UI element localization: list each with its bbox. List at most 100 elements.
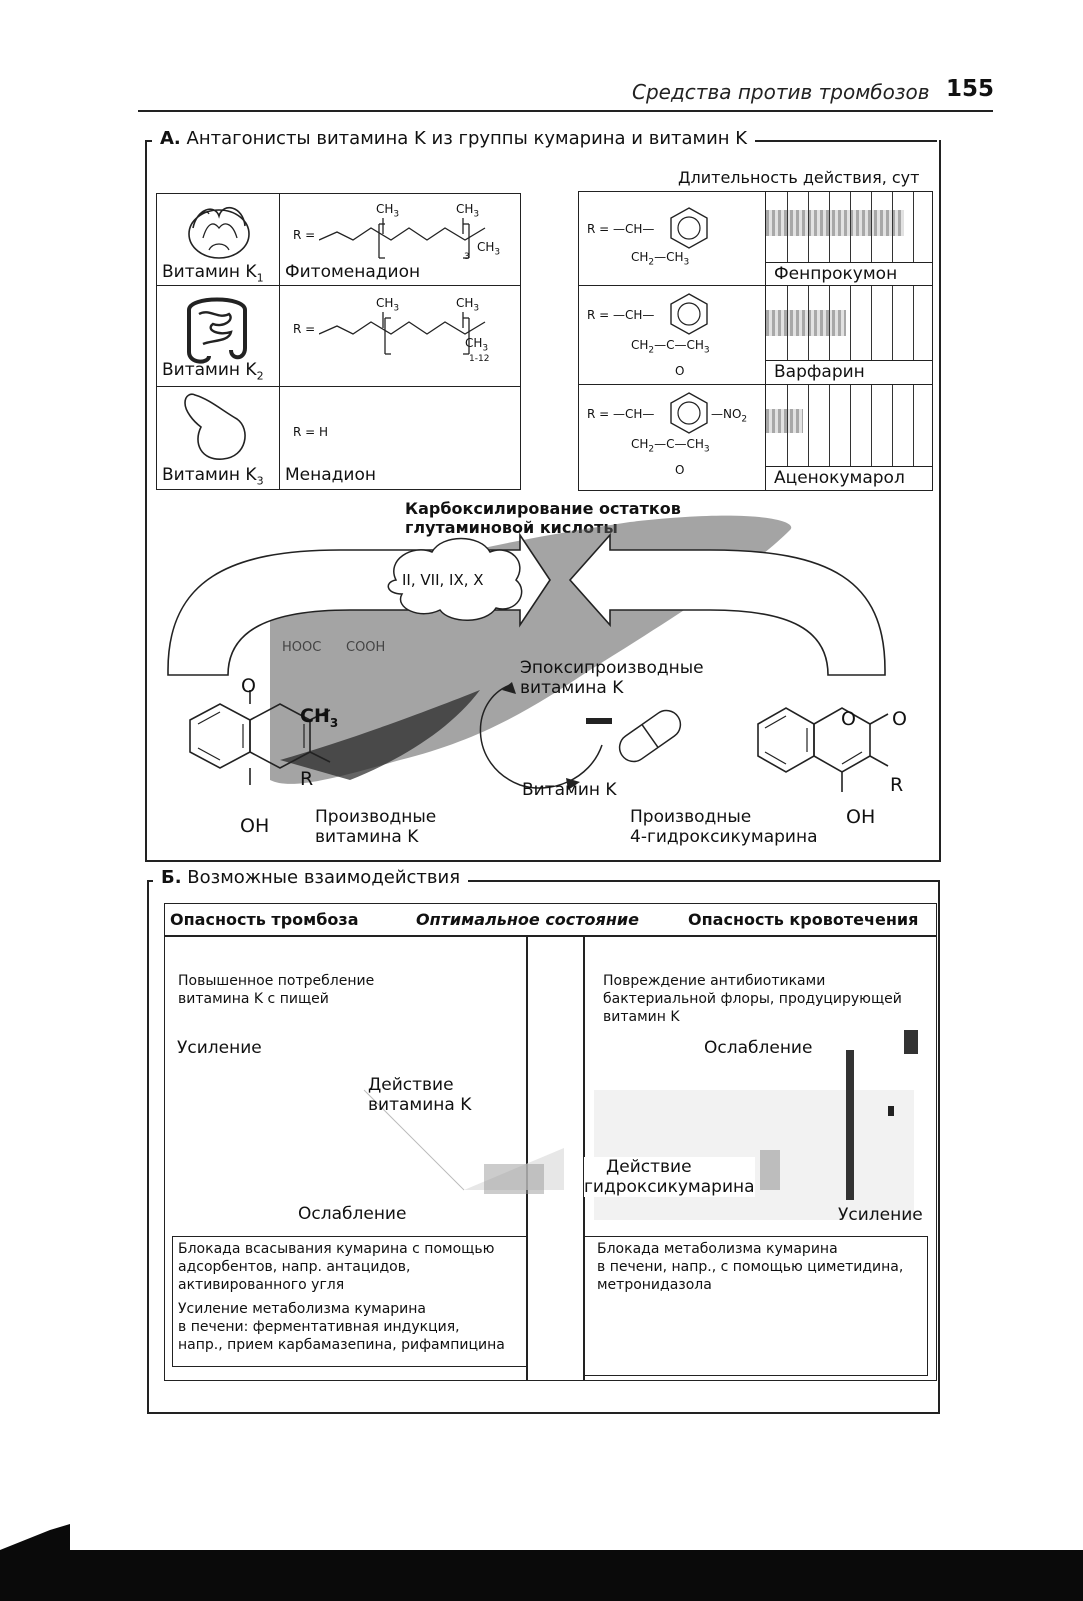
coumarin-r-label: R bbox=[890, 774, 904, 796]
section-a-title-text: Антагонисты витамина K из группы кумарин… bbox=[186, 128, 748, 149]
right-increase-label: Усиление bbox=[838, 1205, 923, 1225]
phenprocoumon-name-cell: Фенпрокумон bbox=[765, 262, 933, 286]
hc-action-line-1: Действие bbox=[606, 1157, 692, 1177]
phenprocoumon-line2: CH2—CH3 bbox=[631, 250, 690, 268]
vitamin-k-action-label: Действие витамина K bbox=[368, 1075, 471, 1115]
phenprocoumon-name: Фенпрокумон bbox=[774, 264, 898, 284]
left-bottom-line-1: Блокада всасывания кумарина с помощью bbox=[178, 1241, 495, 1257]
k1-r-prefix: R = bbox=[293, 228, 316, 242]
duration-gridline bbox=[829, 385, 830, 466]
duration-gridline bbox=[787, 192, 788, 262]
duration-gridline bbox=[829, 192, 830, 262]
epoxide-label: Эпоксипроизводные витамина K bbox=[520, 658, 704, 698]
col-thrombosis-risk: Опасность тромбоза bbox=[170, 910, 359, 929]
warfarin-duration-cell bbox=[765, 285, 933, 361]
duration-bar bbox=[766, 409, 803, 433]
left-top-line-1: Повышенное потребление bbox=[178, 973, 375, 989]
right-decrease-label: Ослабление bbox=[704, 1038, 813, 1058]
duration-gridline bbox=[829, 286, 830, 360]
section-b-title: Б. Возможные взаимодействия bbox=[153, 867, 469, 888]
liver-icon bbox=[184, 393, 246, 460]
duration-gridline bbox=[892, 385, 893, 466]
vitamin-k1-label: Витамин K1 bbox=[162, 262, 264, 285]
coumarin-table: R = —CH— CH2—CH3 Фенпрокумон R = —CH— CH… bbox=[578, 191, 933, 491]
k2-r-prefix: R = bbox=[293, 322, 316, 336]
acenocoumarol-r: R = —CH— bbox=[587, 407, 655, 421]
right-bottom-box bbox=[583, 1236, 928, 1376]
right-top-text: Повреждение антибиотиками бактериальной … bbox=[603, 972, 902, 1026]
vitk-action-line-2: витамина K bbox=[368, 1095, 472, 1115]
warfarin-o: O bbox=[675, 364, 685, 378]
duration-gridline bbox=[892, 286, 893, 360]
coumarin-oh-label: OH bbox=[846, 806, 876, 828]
duration-gridline bbox=[913, 286, 914, 360]
duration-gridline bbox=[892, 192, 893, 262]
k3-r-prefix: R = H bbox=[293, 425, 329, 439]
interaction-table bbox=[164, 903, 937, 1381]
k1-ch3-a: CH3 bbox=[376, 202, 400, 220]
carboxylation-heading: Карбоксилирование остатков глутаминовой … bbox=[405, 499, 681, 537]
right-top-line-2: бактериальной флоры, продуцирующей bbox=[603, 991, 902, 1007]
left-bottom-line-2: адсорбентов, напр. антацидов, bbox=[178, 1259, 411, 1275]
phenprocoumon-duration-cell bbox=[765, 191, 933, 263]
left-bottom-box bbox=[172, 1236, 528, 1367]
acenocoumarol-name-cell: Аценокумарол bbox=[765, 466, 933, 491]
duration-gridline bbox=[850, 385, 851, 466]
vitamin-k-derivatives-label: Производные витамина K bbox=[315, 807, 436, 847]
duration-gridline bbox=[808, 192, 809, 262]
k1-ch3-c: CH3 bbox=[477, 240, 501, 258]
warfarin-formula-cell: R = —CH— CH2—C—CH3 O bbox=[578, 285, 766, 385]
vitamin-k3-label: Витамин K3 bbox=[162, 465, 264, 488]
vitamin-k2-formula-cell: R = CH3 CH3 CH3 1-12 bbox=[279, 285, 521, 387]
section-b-letter: Б. bbox=[161, 867, 182, 888]
duration-gridline bbox=[787, 286, 788, 360]
deriv-k-line-1: Производные bbox=[315, 807, 437, 827]
section-a-letter: А. bbox=[160, 128, 181, 149]
left-bottom-line-3: активированного угля bbox=[178, 1277, 345, 1293]
left-top-line-2: витамина K с пищей bbox=[178, 991, 329, 1007]
acenocoumarol-formula-cell: R = —CH— —NO2 CH2—C—CH3 O bbox=[578, 384, 766, 491]
right-bottom-text: Блокада метаболизма кумарина в печени, н… bbox=[597, 1240, 903, 1294]
left-increase-label: Усиление bbox=[177, 1038, 262, 1058]
interaction-balance-diagram bbox=[363, 1030, 918, 1220]
duration-gridline bbox=[871, 286, 872, 360]
k1-compound-name: Фитоменадион bbox=[285, 262, 421, 282]
intestine-icon bbox=[187, 297, 247, 364]
section-b-title-text: Возможные взаимодействия bbox=[187, 867, 461, 888]
vitamin-k2-label: Витамин K2 bbox=[162, 360, 264, 383]
warfarin-r: R = —CH— bbox=[587, 308, 655, 322]
vitk-action-line-1: Действие bbox=[368, 1075, 454, 1095]
duration-gridline bbox=[850, 192, 851, 262]
section-b-frame bbox=[147, 880, 940, 1414]
right-top-line-3: витамин K bbox=[603, 1009, 680, 1025]
hooc-label: HOOC bbox=[282, 640, 322, 655]
center-line-right bbox=[583, 936, 585, 1381]
benzene-ring-icon bbox=[670, 392, 708, 434]
vitamin-k3-image-cell: Витамин K3 bbox=[156, 386, 280, 490]
warfarin-line2: CH2—C—CH3 bbox=[631, 338, 710, 356]
naphtho-o-label: O bbox=[241, 675, 256, 697]
right-bottom-line-3: метронидазола bbox=[597, 1277, 712, 1293]
acenocoumarol-o: O bbox=[675, 463, 685, 477]
vitamin-table: Витамин K1 R = CH3 CH3 CH3 3 Фитоменадио… bbox=[156, 193, 521, 490]
acenocoumarol-line2: CH2—C—CH3 bbox=[631, 437, 710, 455]
vitamin-k2-image-cell: Витамин K2 bbox=[156, 285, 280, 387]
k2-repeat-index: 1-12 bbox=[469, 354, 490, 364]
left-decrease-label: Ослабление bbox=[298, 1204, 407, 1224]
running-header: Средства против тромбозов bbox=[632, 80, 930, 104]
left-bottom-line-5: в печени: ферментативная индукция, bbox=[178, 1319, 460, 1335]
duration-gridline bbox=[850, 286, 851, 360]
cooh-label: COOH bbox=[346, 640, 386, 655]
scan-corner-mark bbox=[0, 1524, 70, 1562]
k1-repeat-index: 3 bbox=[464, 252, 470, 262]
hydroxycoumarin-action-label: Действие гидроксикумарина bbox=[584, 1157, 755, 1197]
k1-ch3-b: CH3 bbox=[456, 202, 480, 220]
acenocoumarol-duration-cell bbox=[765, 384, 933, 467]
duration-label: Длительность действия, сут bbox=[678, 168, 920, 187]
section-a-title: А. Антагонисты витамина K из группы кума… bbox=[152, 128, 756, 149]
epoxide-line-1: Эпоксипроизводные bbox=[520, 658, 704, 678]
phenprocoumon-formula-cell: R = —CH— CH2—CH3 bbox=[578, 191, 766, 286]
carbox-line-1: Карбоксилирование остатков bbox=[405, 499, 681, 518]
benzene-ring-icon bbox=[670, 207, 708, 249]
factors-label: II, VII, IX, X bbox=[402, 571, 484, 589]
